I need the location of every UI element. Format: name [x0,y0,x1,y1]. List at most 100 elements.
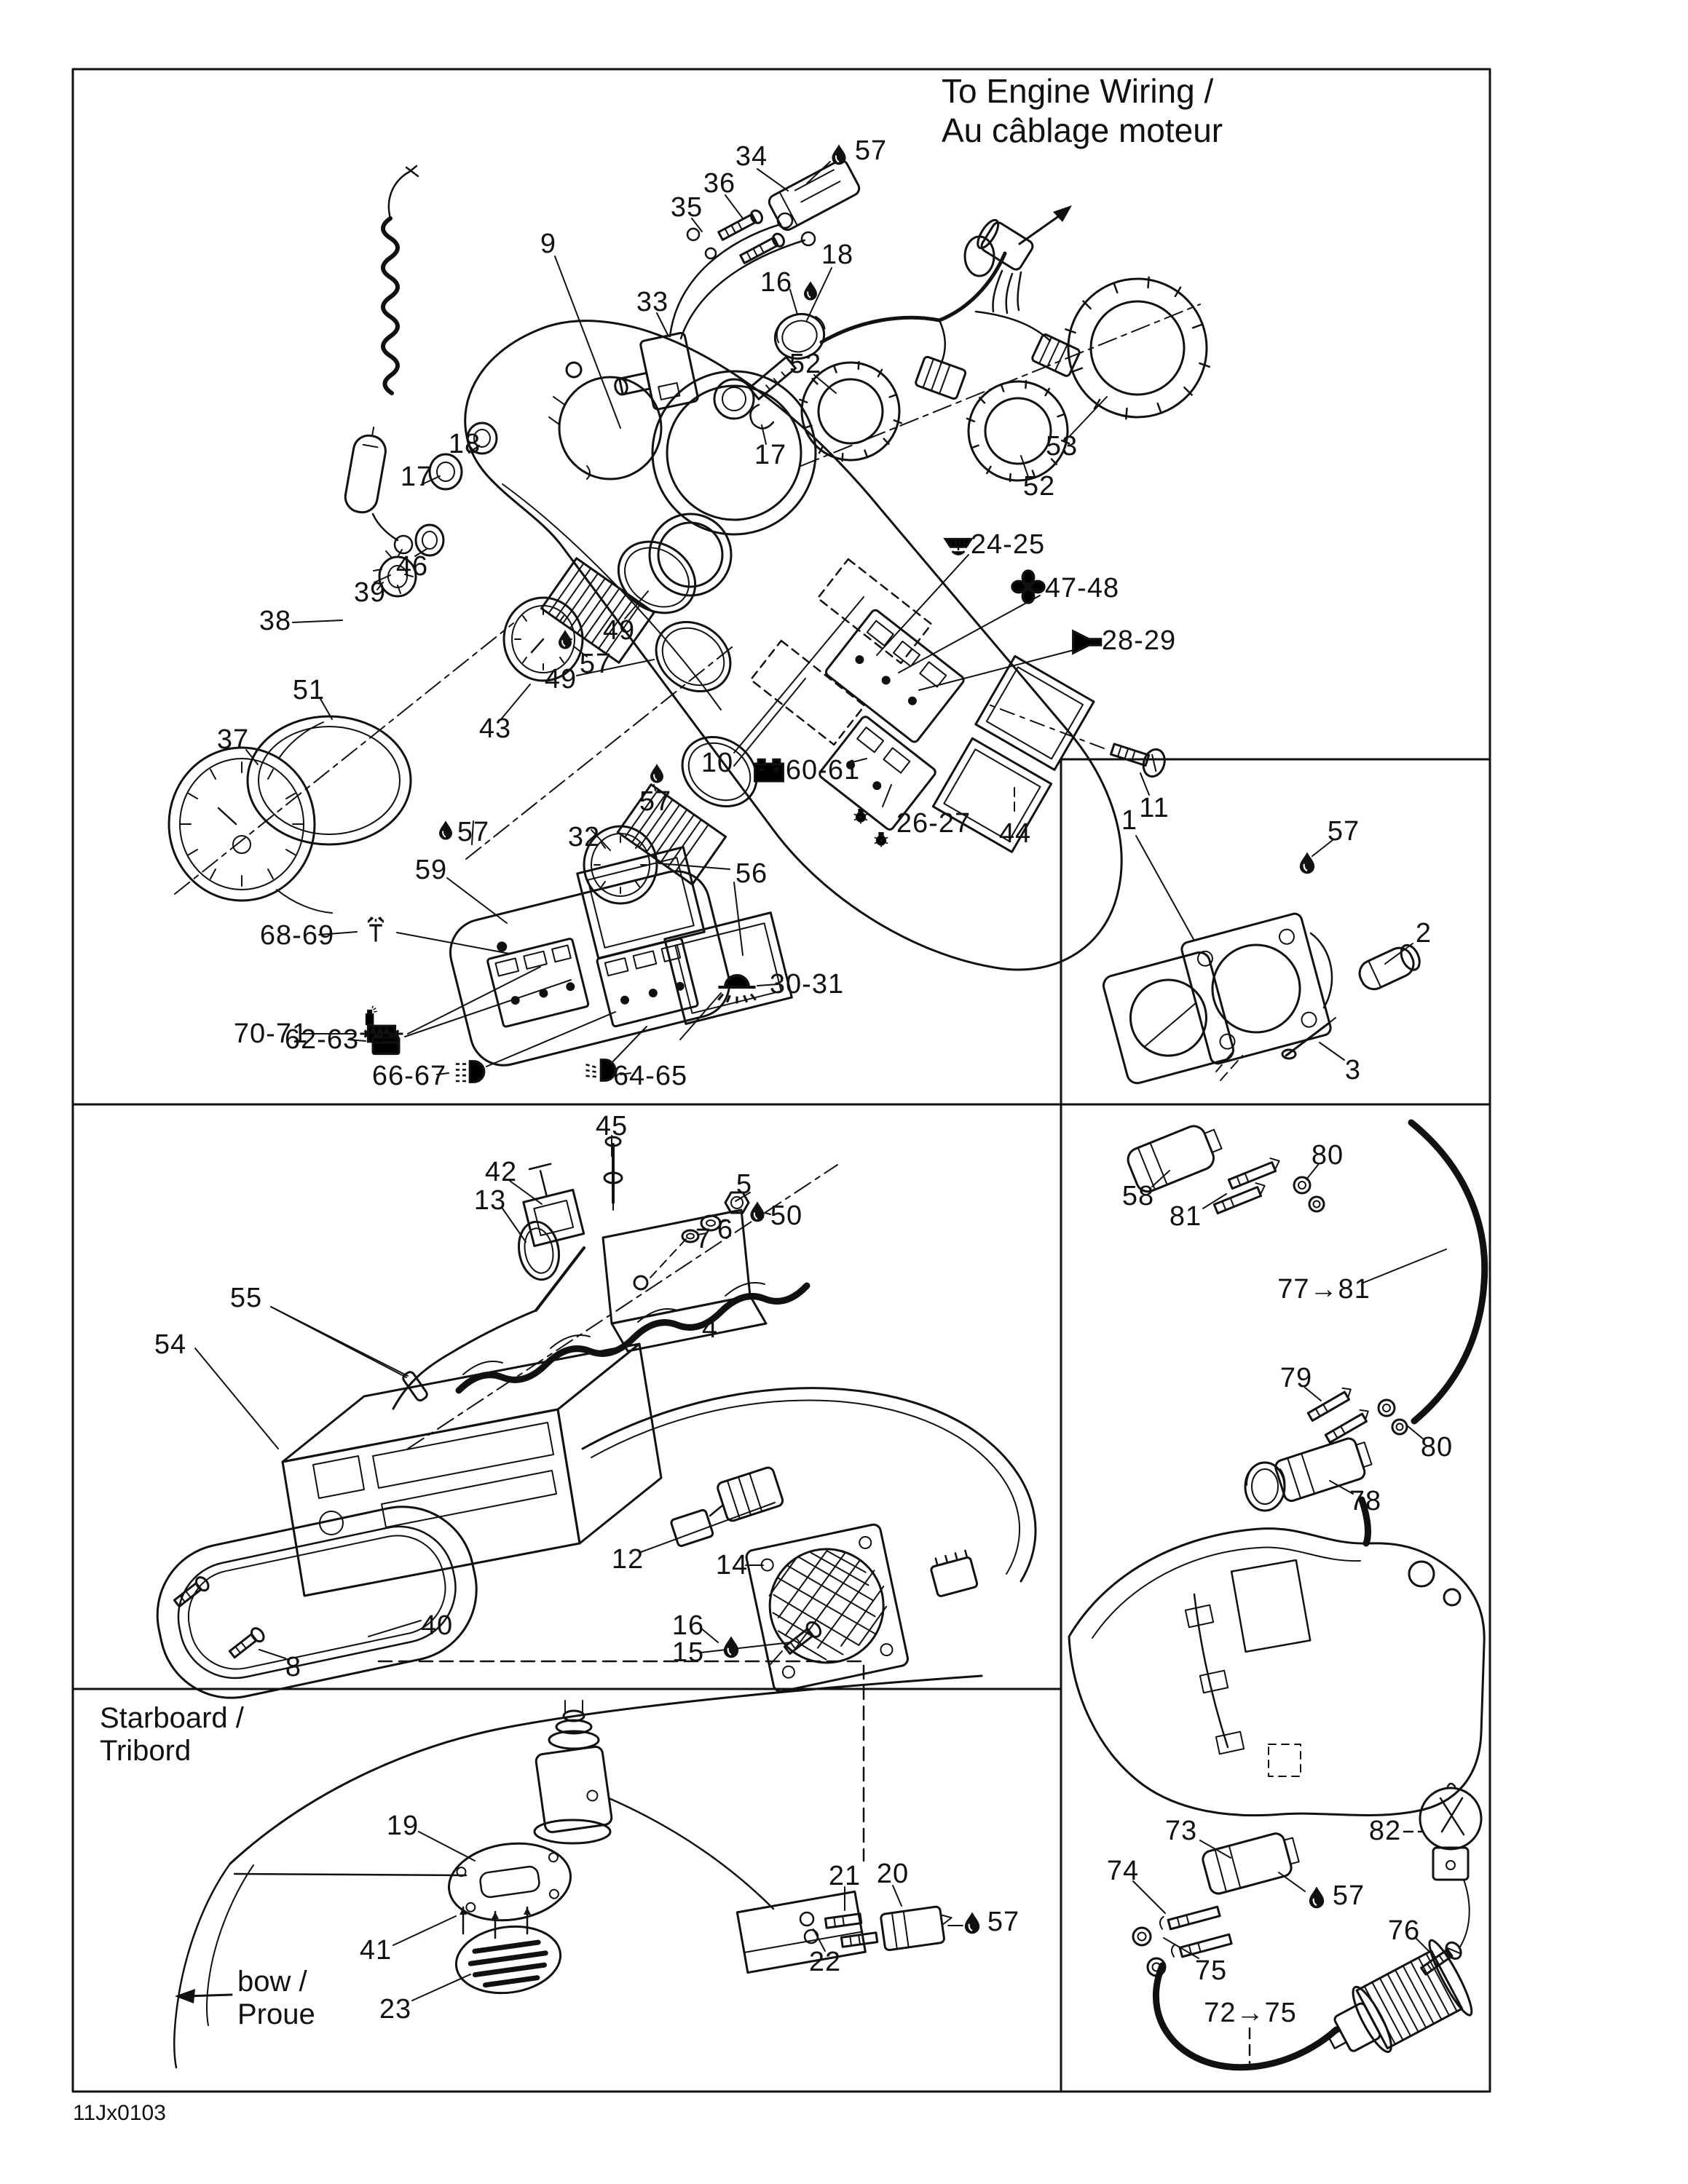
callout-52: 52 [1022,471,1056,502]
callout-49: 49 [544,664,577,695]
callout-57: 57 [1327,816,1360,847]
droplet-icon [1295,850,1320,875]
engine-wiring-note: To Engine Wiring / Au câblage moteur [942,72,1223,150]
callout-56: 56 [735,858,768,889]
droplet-icon [827,143,851,166]
callout-12: 12 [611,1544,644,1575]
droplet-icon [719,1634,744,1659]
callout-51: 51 [292,675,326,705]
callout-18: 18 [448,429,481,459]
callout-76: 76 [1387,1915,1421,1946]
callout-57: 57 [639,786,672,817]
bow-direction-label: bow / Proue [237,1966,315,2030]
bracket-hardware-art [156,1135,1037,1699]
droplet-icon [1304,1885,1329,1910]
callout-50: 50 [770,1200,803,1231]
spray-icon [359,1005,381,1027]
console-art [464,320,1123,971]
screw-11-art [988,704,1166,778]
callout-19: 19 [386,1811,419,1841]
callout-45: 45 [595,1111,628,1142]
callout-57: 57 [579,649,612,679]
horn-icon [1065,622,1105,662]
callout-33: 33 [636,287,669,317]
beam-lo-icon [581,1051,619,1089]
callout-43: 43 [478,713,512,744]
callout-49: 49 [602,615,636,646]
callout-9: 9 [540,229,557,259]
speaker-box-art [1103,835,1421,1085]
callout-17: 17 [400,462,433,492]
callout-44: 44 [998,818,1032,849]
callout-57: 57 [987,1907,1020,1937]
callout-54: 54 [154,1329,187,1360]
callout-30-31: 30-31 [769,969,845,1000]
callout-80: 80 [1420,1432,1454,1463]
callout-22: 22 [808,1947,842,1977]
callout-53: 53 [1045,431,1078,462]
callout-47-48: 47-48 [1044,573,1120,604]
callout-8: 8 [285,1652,302,1682]
callout-70-71: 70-71 [233,1018,309,1049]
callout-35: 35 [670,192,703,223]
callout-17: 17 [754,440,787,470]
callout-1: 1 [1121,805,1138,836]
callout-37: 37 [216,724,250,755]
callout-68-69: 68-69 [259,920,335,951]
callout-75: 75 [1194,1955,1228,1986]
ring-nuts-art [749,276,1211,483]
droplet-icon [554,628,576,650]
callout-42: 42 [484,1157,518,1187]
callout-55: 55 [229,1283,263,1313]
droplet-icon [646,762,668,784]
droplet-icon [746,1200,769,1223]
callout-57: 57 [457,817,490,847]
gauges-art [167,165,758,914]
callout-6: 6 [717,1214,734,1245]
callout-2: 2 [1415,918,1432,949]
sprinkler-icon [358,911,394,947]
callout-60-61: 60-61 [785,755,861,786]
callout-73: 73 [1164,1816,1198,1846]
callout-24-25: 24-25 [970,529,1046,560]
callout-34: 34 [735,141,768,172]
bow-horn-art [173,1660,983,2069]
callout-3: 3 [1344,1055,1362,1085]
callout-16: 16 [671,1610,705,1641]
callout-10: 10 [701,748,734,778]
callout-78: 78 [1349,1486,1382,1516]
callout-16: 16 [760,267,793,298]
callout-26-27: 26-27 [896,808,971,839]
callout-72-75: 72→75 [1204,1998,1297,2028]
callout-21: 21 [828,1861,861,1891]
callout-11: 11 [1139,793,1170,823]
callout-15: 15 [671,1637,705,1668]
document-code: 11Jx0103 [73,2101,166,2125]
gearmark-icon [851,806,871,826]
callout-57: 57 [1332,1880,1365,1911]
callout-7: 7 [695,1224,712,1254]
callout-57: 57 [854,135,888,166]
callout-5: 5 [735,1169,753,1200]
starboard-section-label: Starboard / Tribord [100,1702,244,1767]
right-column-art [1068,1119,1488,2071]
fan-icon [1009,568,1047,606]
droplet-icon [960,1910,985,1935]
droplet-icon [435,819,457,841]
lamp-icon [714,964,760,1010]
battery-icon [752,753,786,786]
callout-20: 20 [876,1859,910,1889]
gearmark-icon [871,829,891,850]
callout-62-63: 62-63 [284,1024,360,1055]
callout-13: 13 [473,1185,507,1216]
callout-4: 4 [701,1313,719,1344]
callout-38: 38 [259,606,292,636]
callout-77-81: 77→81 [1277,1274,1370,1305]
callout-14: 14 [715,1550,749,1580]
beam-hi-icon [450,1053,488,1091]
callout-40: 40 [420,1610,454,1641]
callout-74: 74 [1106,1856,1140,1886]
bow-arrow [175,1989,233,2003]
